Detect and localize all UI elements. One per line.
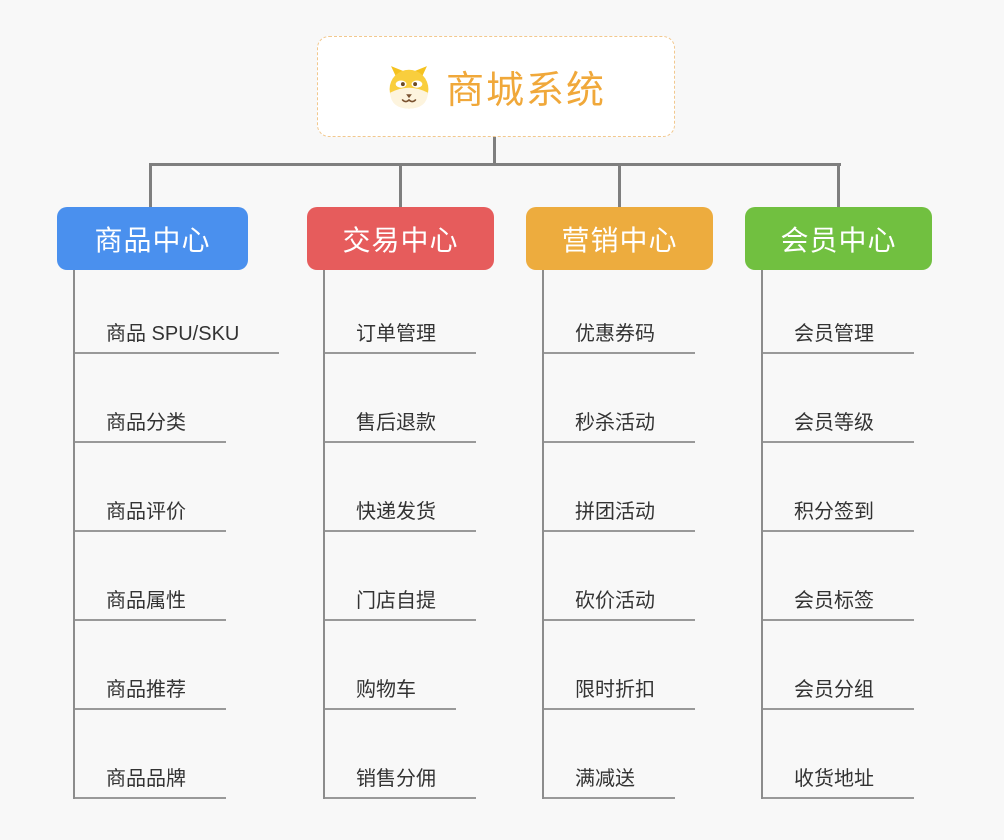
node-item: 商品评价 xyxy=(75,443,279,532)
node-label[interactable]: 收货地址 xyxy=(763,767,914,799)
node-label[interactable]: 满减送 xyxy=(544,767,675,799)
branch-items-trade: 订单管理 售后退款 快递发货 门店自提 购物车 销售分佣 xyxy=(323,270,494,799)
branch-marketing: 营销中心 优惠券码 秒杀活动 拼团活动 砍价活动 限时折扣 满减送 xyxy=(526,207,713,799)
branch-header-member[interactable]: 会员中心 xyxy=(745,207,932,270)
node-label[interactable]: 快递发货 xyxy=(325,500,476,532)
node-label[interactable]: 拼团活动 xyxy=(544,500,695,532)
branch-items-member: 会员管理 会员等级 积分签到 会员标签 会员分组 收货地址 xyxy=(761,270,932,799)
node-label[interactable]: 秒杀活动 xyxy=(544,411,695,443)
node-item: 销售分佣 xyxy=(325,710,494,799)
node-label[interactable]: 会员分组 xyxy=(763,678,914,710)
node-item: 秒杀活动 xyxy=(544,354,713,443)
branch-product: 商品中心 商品 SPU/SKU 商品分类 商品评价 商品属性 商品推荐 商品品牌 xyxy=(57,207,280,799)
node-item: 砍价活动 xyxy=(544,532,713,621)
node-item: 订单管理 xyxy=(325,270,494,354)
branch-member: 会员中心 会员管理 会员等级 积分签到 会员标签 会员分组 收货地址 xyxy=(745,207,932,799)
node-label[interactable]: 限时折扣 xyxy=(544,678,695,710)
node-label[interactable]: 订单管理 xyxy=(325,322,476,354)
node-label[interactable]: 门店自提 xyxy=(325,589,476,621)
node-item: 满减送 xyxy=(544,710,713,799)
dog-icon xyxy=(386,64,432,110)
node-item: 门店自提 xyxy=(325,532,494,621)
node-label[interactable]: 商品分类 xyxy=(75,411,226,443)
node-item: 优惠券码 xyxy=(544,270,713,354)
branch-items-product: 商品 SPU/SKU 商品分类 商品评价 商品属性 商品推荐 商品品牌 xyxy=(73,270,280,799)
connector-drop-trade xyxy=(399,165,402,207)
node-item: 会员等级 xyxy=(763,354,932,443)
node-item: 商品属性 xyxy=(75,532,279,621)
node-item: 商品品牌 xyxy=(75,710,279,799)
branch-items-marketing: 优惠券码 秒杀活动 拼团活动 砍价活动 限时折扣 满减送 xyxy=(542,270,713,799)
branch-header-product[interactable]: 商品中心 xyxy=(57,207,248,270)
node-item: 商品 SPU/SKU xyxy=(75,270,280,354)
connector-drop-member xyxy=(837,165,840,207)
root-title: 商城系统 xyxy=(445,70,606,112)
node-label[interactable]: 售后退款 xyxy=(325,411,476,443)
node-label[interactable]: 购物车 xyxy=(325,678,456,710)
node-label[interactable]: 优惠券码 xyxy=(544,322,695,354)
node-item: 限时折扣 xyxy=(544,621,713,710)
connector-root-stem xyxy=(493,137,496,164)
connector-drop-product xyxy=(149,165,152,207)
node-label[interactable]: 商品推荐 xyxy=(75,678,226,710)
node-label[interactable]: 商品品牌 xyxy=(75,767,226,799)
node-item: 快递发货 xyxy=(325,443,494,532)
branch-header-trade[interactable]: 交易中心 xyxy=(307,207,494,270)
node-item: 会员管理 xyxy=(763,270,932,354)
node-label[interactable]: 砍价活动 xyxy=(544,589,695,621)
node-item: 售后退款 xyxy=(325,354,494,443)
node-item: 商品推荐 xyxy=(75,621,279,710)
connector-drop-marketing xyxy=(618,165,621,207)
node-label[interactable]: 会员管理 xyxy=(763,322,914,354)
node-item: 会员分组 xyxy=(763,621,932,710)
node-label[interactable]: 商品属性 xyxy=(75,589,226,621)
node-item: 商品分类 xyxy=(75,354,279,443)
root-node[interactable]: 商城系统 xyxy=(317,36,675,137)
node-label[interactable]: 商品评价 xyxy=(75,500,226,532)
branch-header-marketing[interactable]: 营销中心 xyxy=(526,207,713,270)
node-item: 收货地址 xyxy=(763,710,932,799)
node-item: 购物车 xyxy=(325,621,494,710)
node-label[interactable]: 销售分佣 xyxy=(325,767,476,799)
node-item: 拼团活动 xyxy=(544,443,713,532)
node-label[interactable]: 会员标签 xyxy=(763,589,914,621)
branch-trade: 交易中心 订单管理 售后退款 快递发货 门店自提 购物车 销售分佣 xyxy=(307,207,494,799)
node-item: 会员标签 xyxy=(763,532,932,621)
node-label[interactable]: 积分签到 xyxy=(763,500,914,532)
node-label[interactable]: 商品 SPU/SKU xyxy=(75,322,280,354)
node-label[interactable]: 会员等级 xyxy=(763,411,914,443)
connector-horizontal-bar xyxy=(149,163,841,166)
node-item: 积分签到 xyxy=(763,443,932,532)
